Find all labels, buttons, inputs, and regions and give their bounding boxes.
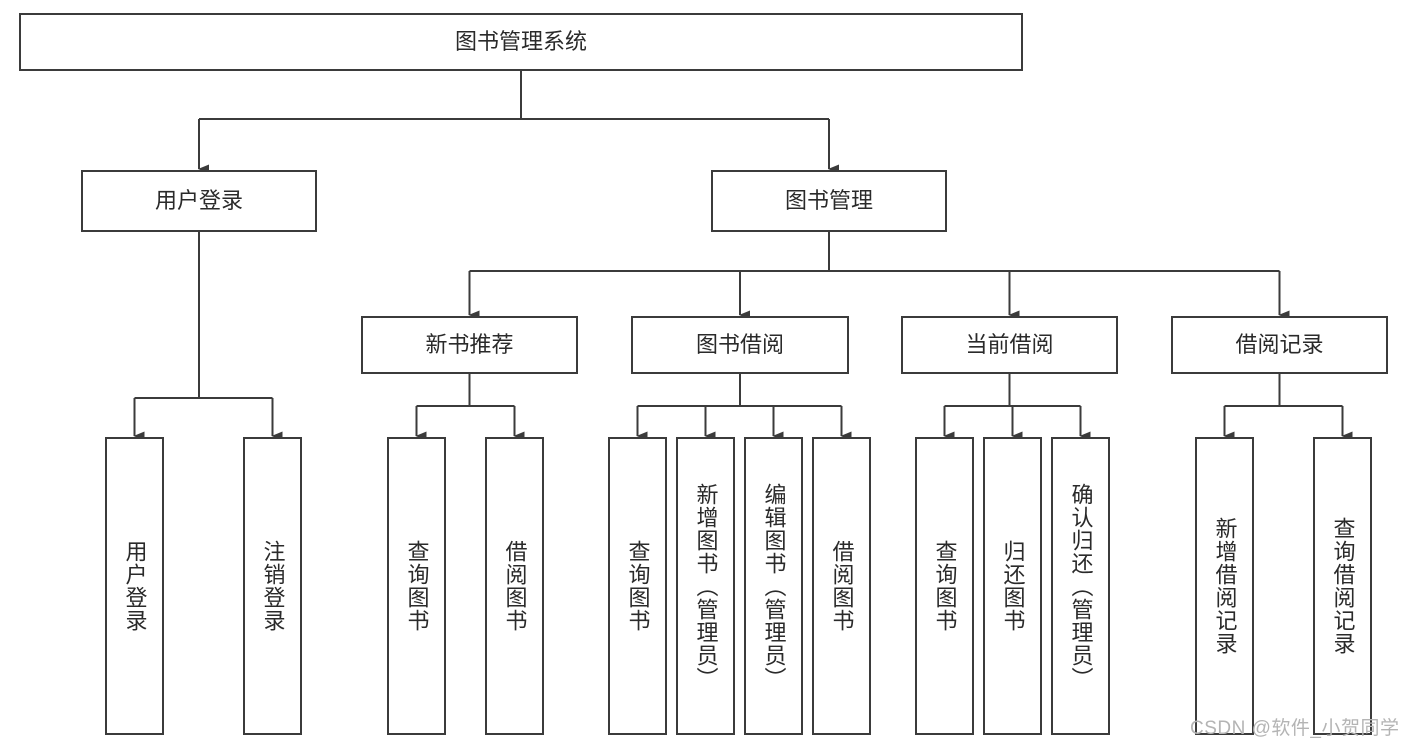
node-r_query[interactable]: 查询借阅记录 [1313, 437, 1372, 735]
node-label: 查询图书 [625, 540, 651, 632]
node-label: 新书推荐 [425, 331, 514, 357]
node-label: 用户登录 [154, 187, 243, 213]
node-label: 新增借阅记录 [1212, 517, 1238, 655]
node-b_edit[interactable]: 编辑图书（管理员） [744, 437, 803, 735]
node-root[interactable]: 图书管理系统 [19, 13, 1023, 71]
node-b_add[interactable]: 新增图书（管理员） [676, 437, 735, 735]
node-label: 借阅图书 [829, 540, 855, 632]
edges [133, 71, 1353, 441]
node-login[interactable]: 用户登录 [81, 170, 317, 232]
node-n_query[interactable]: 查询图书 [387, 437, 446, 735]
node-label: 借阅记录 [1235, 331, 1324, 357]
node-c_return[interactable]: 归还图书 [983, 437, 1042, 735]
node-label: 编辑图书（管理员） [761, 482, 787, 690]
node-l_logout[interactable]: 注销登录 [243, 437, 302, 735]
node-label: 图书管理 [784, 187, 873, 213]
node-c_query[interactable]: 查询图书 [915, 437, 974, 735]
node-label: 确认归还（管理员） [1068, 482, 1094, 690]
node-label: 当前借阅 [965, 331, 1054, 357]
node-current[interactable]: 当前借阅 [901, 316, 1118, 374]
node-label: 新增图书（管理员） [693, 482, 719, 690]
node-label: 查询借阅记录 [1330, 517, 1356, 655]
node-newbook[interactable]: 新书推荐 [361, 316, 578, 374]
node-label: 用户登录 [122, 540, 148, 632]
node-r_add[interactable]: 新增借阅记录 [1195, 437, 1254, 735]
node-label: 图书借阅 [695, 331, 784, 357]
node-borrow[interactable]: 图书借阅 [631, 316, 849, 374]
node-records[interactable]: 借阅记录 [1171, 316, 1388, 374]
node-label: 借阅图书 [502, 540, 528, 632]
node-label: 查询图书 [404, 540, 430, 632]
node-l_login[interactable]: 用户登录 [105, 437, 164, 735]
node-label: 查询图书 [932, 540, 958, 632]
node-n_borrow[interactable]: 借阅图书 [485, 437, 544, 735]
node-label: 归还图书 [1000, 540, 1026, 632]
node-label: 图书管理系统 [454, 28, 587, 54]
node-bookmgmt[interactable]: 图书管理 [711, 170, 947, 232]
node-c_confirm[interactable]: 确认归还（管理员） [1051, 437, 1110, 735]
node-b_query[interactable]: 查询图书 [608, 437, 667, 735]
node-b_lend[interactable]: 借阅图书 [812, 437, 871, 735]
node-label: 注销登录 [260, 540, 286, 632]
